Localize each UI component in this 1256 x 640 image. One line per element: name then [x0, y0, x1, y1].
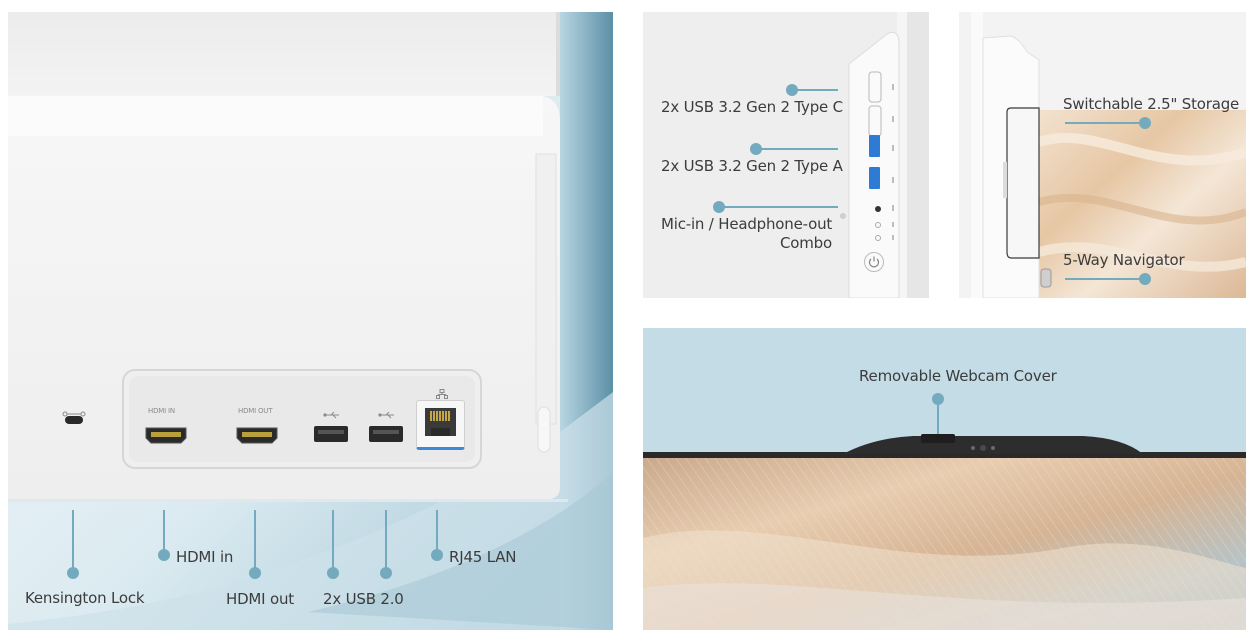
monitor-side-illustration — [840, 12, 929, 298]
webcam-panel: Removable Webcam Cover — [643, 328, 1246, 630]
hdmi-out-port — [236, 427, 278, 444]
hdmi-out-callout-dot — [249, 567, 261, 579]
main-ports-panel: HDMI IN HDMI OUT Kensington Lock HDMI in… — [8, 12, 613, 630]
usb2-port-1 — [314, 426, 348, 442]
monitor-top-illustration — [643, 434, 1246, 630]
usb2-callout-dot-1 — [327, 567, 339, 579]
mic-label-line1: Mic-in / Headphone-out — [661, 215, 833, 233]
mic-label-line2: Combo — [780, 234, 832, 252]
side-ports-panel: 2x USB 3.2 Gen 2 Type C 2x USB 3.2 Gen 2… — [643, 12, 929, 298]
usb-icon — [323, 406, 341, 419]
mic-callout-line — [719, 206, 838, 208]
rj45-callout-dot — [431, 549, 443, 561]
monitor-rear-illustration — [959, 12, 1246, 298]
power-icon — [864, 252, 884, 272]
storage-callout-line — [1065, 122, 1145, 124]
hdmi-in-port — [145, 427, 187, 444]
kensington-callout-dot — [67, 567, 79, 579]
usb-a-label: 2x USB 3.2 Gen 2 Type A — [661, 157, 843, 175]
storage-label: Switchable 2.5" Storage — [1063, 95, 1240, 113]
navigator-callout-dot — [1139, 273, 1151, 285]
usb-a-callout-line — [756, 148, 838, 150]
usb2-label: 2x USB 2.0 — [323, 590, 404, 608]
usb2-callout-line-1 — [332, 510, 334, 570]
webcam-label: Removable Webcam Cover — [859, 367, 1057, 385]
usb-c-label: 2x USB 3.2 Gen 2 Type C — [661, 98, 843, 116]
monitor-back-illustration — [8, 12, 613, 630]
storage-callout-dot — [1139, 117, 1151, 129]
back-storage-panel: Switchable 2.5" Storage 5-Way Navigator — [959, 12, 1246, 298]
usb-icon — [378, 406, 396, 419]
hdmi-out-port-label: HDMI OUT — [238, 407, 273, 415]
navigator-label: 5-Way Navigator — [1063, 251, 1185, 269]
rj45-port — [416, 400, 465, 450]
navigator-callout-line — [1065, 278, 1145, 280]
usb2-callout-dot-2 — [380, 567, 392, 579]
hdmi-out-label: HDMI out — [226, 590, 294, 608]
hdmi-in-label: HDMI in — [176, 548, 234, 566]
kensington-lock-slot — [65, 416, 83, 424]
hdmi-in-port-label: HDMI IN — [148, 407, 175, 415]
webcam-callout-line — [937, 398, 939, 434]
usb2-callout-line-2 — [385, 510, 387, 570]
usb-c-callout-line — [792, 89, 838, 91]
usb2-port-2 — [369, 426, 403, 442]
hdmi-out-callout-line — [254, 510, 256, 570]
hdmi-in-callout-dot — [158, 549, 170, 561]
kensington-callout-line — [72, 510, 74, 570]
kensington-lock-icon — [61, 404, 87, 417]
hdmi-in-callout-line — [163, 510, 165, 552]
network-icon — [436, 386, 448, 399]
rj45-label: RJ45 LAN — [449, 548, 517, 566]
rj45-callout-line — [436, 510, 438, 552]
kensington-lock-label: Kensington Lock — [25, 589, 145, 607]
